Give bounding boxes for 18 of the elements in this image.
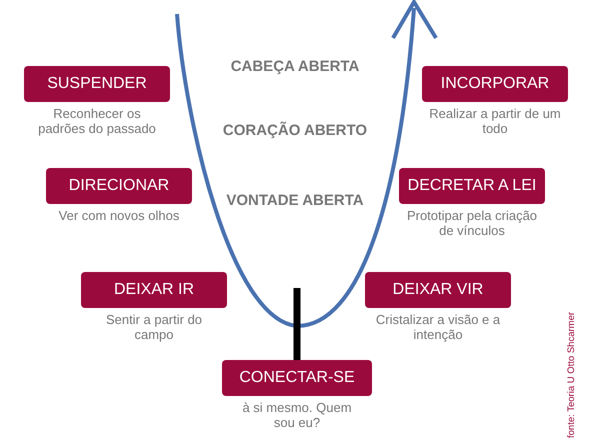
level-label: VONTADE ABERTA bbox=[225, 192, 365, 209]
step-description: Reconhecer os padrões do passado bbox=[37, 106, 157, 136]
step-description: Ver com novos olhos bbox=[58, 208, 180, 223]
step-box: SUSPENDER bbox=[24, 66, 170, 102]
step-box: DIRECIONAR bbox=[46, 168, 192, 204]
step-box: DECRETAR A LEI bbox=[399, 168, 545, 204]
step-description: à si mesmo. Quem sou eu? bbox=[241, 400, 353, 430]
level-label: CABEÇA ABERTA bbox=[230, 58, 360, 75]
step-description: Sentir a partir do campo bbox=[104, 312, 204, 342]
step-description: Prototipar pela criação de vínculos bbox=[406, 208, 538, 238]
step-description: Cristalizar a visão e a intenção bbox=[374, 312, 502, 342]
step-box: DEIXAR VIR bbox=[365, 272, 511, 308]
step-box: INCORPORAR bbox=[422, 66, 568, 102]
step-box: CONECTAR-SE bbox=[222, 360, 372, 396]
step-box: DEIXAR IR bbox=[81, 272, 227, 308]
step-description: Realizar a partir de um todo bbox=[428, 106, 562, 136]
source-note: fonte: Teoria U Otto Shcarmer bbox=[566, 312, 577, 438]
level-label: CORAÇÃO ABERTO bbox=[222, 122, 368, 139]
